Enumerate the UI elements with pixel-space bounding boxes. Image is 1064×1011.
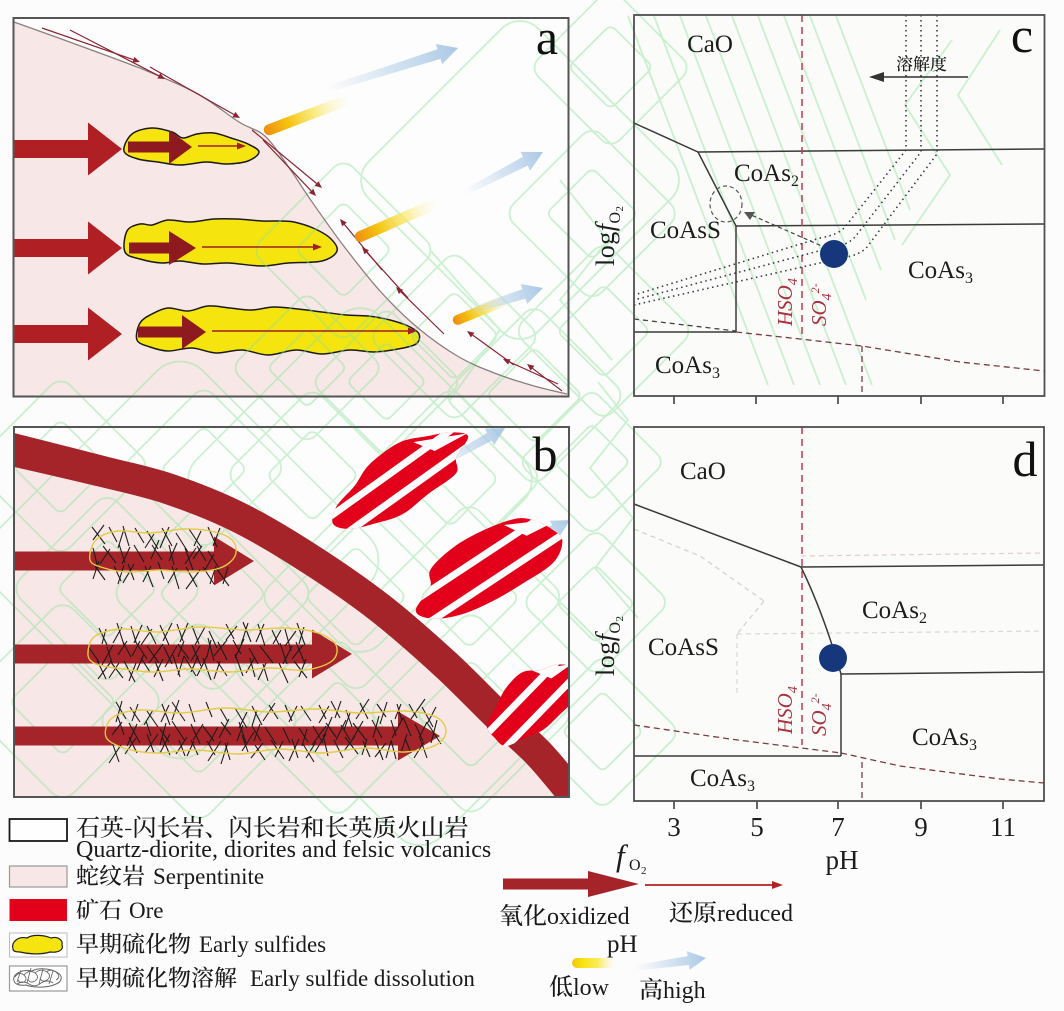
svg-text:Ore: Ore — [129, 898, 163, 923]
svg-text:CoAs3: CoAs3 — [908, 257, 973, 287]
svg-text:7: 7 — [831, 812, 845, 842]
svg-text:HSO4: HSO4 — [773, 686, 801, 735]
svg-text:b: b — [533, 426, 558, 482]
svg-text:CoAs3: CoAs3 — [912, 724, 977, 754]
svg-text:low: low — [573, 975, 610, 1001]
svg-text:c: c — [1011, 7, 1033, 63]
svg-text:pH: pH — [826, 845, 859, 875]
svg-text:CoAs2: CoAs2 — [734, 160, 799, 190]
svg-text:3: 3 — [667, 812, 681, 842]
svg-text:O: O — [629, 857, 641, 874]
svg-text:CoAs3: CoAs3 — [655, 352, 720, 382]
svg-text:Quartz-diorite, diorites and f: Quartz-diorite, diorites and felsic volc… — [76, 837, 491, 863]
svg-text:2: 2 — [641, 865, 647, 877]
svg-text:Serpentinite: Serpentinite — [153, 864, 264, 889]
svg-text:CoAs3: CoAs3 — [690, 765, 755, 795]
svg-text:a: a — [536, 9, 558, 65]
svg-text:d: d — [1013, 431, 1038, 487]
svg-text:5: 5 — [750, 812, 764, 842]
svg-text:HSO4: HSO4 — [773, 278, 801, 327]
svg-text:Early sulfides: Early sulfides — [199, 932, 326, 957]
svg-text:SO42-: SO42- — [807, 283, 835, 326]
svg-text:pH: pH — [607, 931, 638, 958]
svg-text:Early sulfide dissolution: Early sulfide dissolution — [250, 966, 475, 991]
svg-text:CoAsS: CoAsS — [650, 217, 721, 244]
svg-text:CoAs2: CoAs2 — [862, 597, 927, 627]
svg-text:CoAsS: CoAsS — [648, 634, 719, 661]
svg-text:CaO: CaO — [687, 31, 733, 58]
svg-text:high: high — [663, 978, 706, 1004]
svg-text:CaO: CaO — [680, 458, 726, 485]
svg-text:oxidized: oxidized — [547, 904, 630, 930]
svg-text:reduced: reduced — [717, 901, 793, 927]
svg-text:9: 9 — [914, 812, 928, 842]
svg-text:11: 11 — [990, 812, 1016, 842]
